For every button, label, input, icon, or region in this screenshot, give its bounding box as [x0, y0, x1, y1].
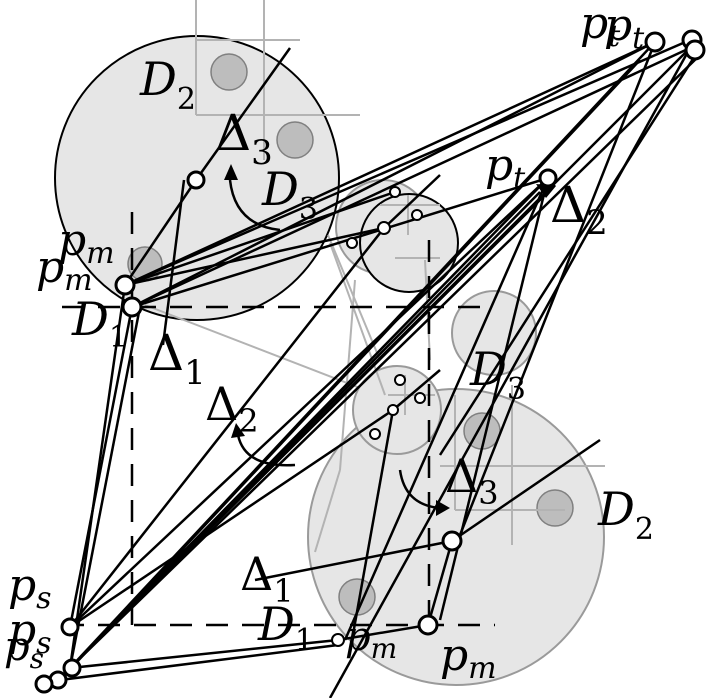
- point-d3-a: [389, 186, 401, 198]
- label-pt-top-a: pt: [580, 0, 621, 54]
- arrows: [224, 164, 556, 516]
- disk-layer: [54, 35, 605, 686]
- point-bottom-center: [441, 530, 463, 552]
- labels: D2 Δ3 D3 pt Δ2 pt pt pm pm D1 Δ1 Δ2 D3 Δ…: [4, 0, 654, 686]
- point-pm-top-2: [121, 296, 143, 318]
- arrowhead-delta3-top: [224, 164, 238, 180]
- label-delta1-top: Δ1: [148, 324, 206, 393]
- label-d1-top: D1: [71, 292, 128, 355]
- grid-lines: [144, 0, 605, 553]
- label-delta3-top: Δ3: [215, 104, 273, 173]
- label-pm-bottom-b: pm: [440, 630, 497, 686]
- small-disk-top-1: [210, 53, 248, 91]
- point-d3-center: [377, 221, 391, 235]
- label-d3-mid: D3: [469, 342, 526, 407]
- arrow-delta3-top: [228, 179, 281, 232]
- label-delta1-bottom: Δ1: [240, 547, 294, 610]
- label-pm-top-a: pm: [58, 215, 115, 271]
- point-pt-top-1: [644, 31, 666, 53]
- arrowhead-delta2-mid: [231, 423, 245, 438]
- label-delta3-bottom: Δ3: [445, 449, 499, 512]
- point-top-center: [186, 170, 206, 190]
- point-ps-2: [62, 658, 82, 678]
- point-d3-b: [411, 209, 423, 221]
- point-center-2: [394, 374, 406, 386]
- point-ps-1: [60, 617, 80, 637]
- point-center-4: [369, 428, 381, 440]
- point-center-1: [387, 404, 399, 416]
- disk-d3-upper-dark: [359, 193, 459, 293]
- point-pm-top-1: [114, 274, 136, 296]
- point-pt-top-3: [684, 39, 706, 61]
- point-pm-bottom-2: [331, 633, 345, 647]
- point-d3-c: [346, 237, 358, 249]
- label-d1-bottom: D1: [257, 597, 314, 658]
- label-pm-bottom-a: pm: [345, 614, 397, 665]
- point-pm-bottom-1: [417, 614, 439, 636]
- small-disk-top-2: [276, 121, 314, 159]
- label-delta2-right: Δ2: [550, 176, 608, 243]
- label-ps-b: ps: [8, 605, 52, 661]
- points: [34, 29, 706, 694]
- arrow-delta3-bottom: [398, 469, 441, 510]
- arrowhead-delta2-right: [536, 184, 556, 198]
- label-d2-bottom: D2: [597, 482, 654, 547]
- point-pt-right: [538, 168, 558, 188]
- label-delta2-mid: Δ2: [205, 377, 259, 440]
- label-ps-c: ps: [4, 624, 44, 675]
- label-pt-top-b: pt: [604, 0, 645, 56]
- arrow-delta2-mid: [236, 434, 296, 467]
- label-pt-right: pt: [485, 140, 526, 196]
- small-disk-bottom-2: [536, 489, 574, 527]
- label-d3-top: D3: [261, 162, 318, 227]
- arrowhead-delta3-bottom: [436, 500, 450, 516]
- point-ps-4: [34, 674, 54, 694]
- label-ps-a: ps: [8, 560, 52, 616]
- point-center-3: [414, 392, 426, 404]
- label-pm-top-b: pm: [36, 242, 93, 298]
- label-d2-top: D2: [139, 52, 196, 117]
